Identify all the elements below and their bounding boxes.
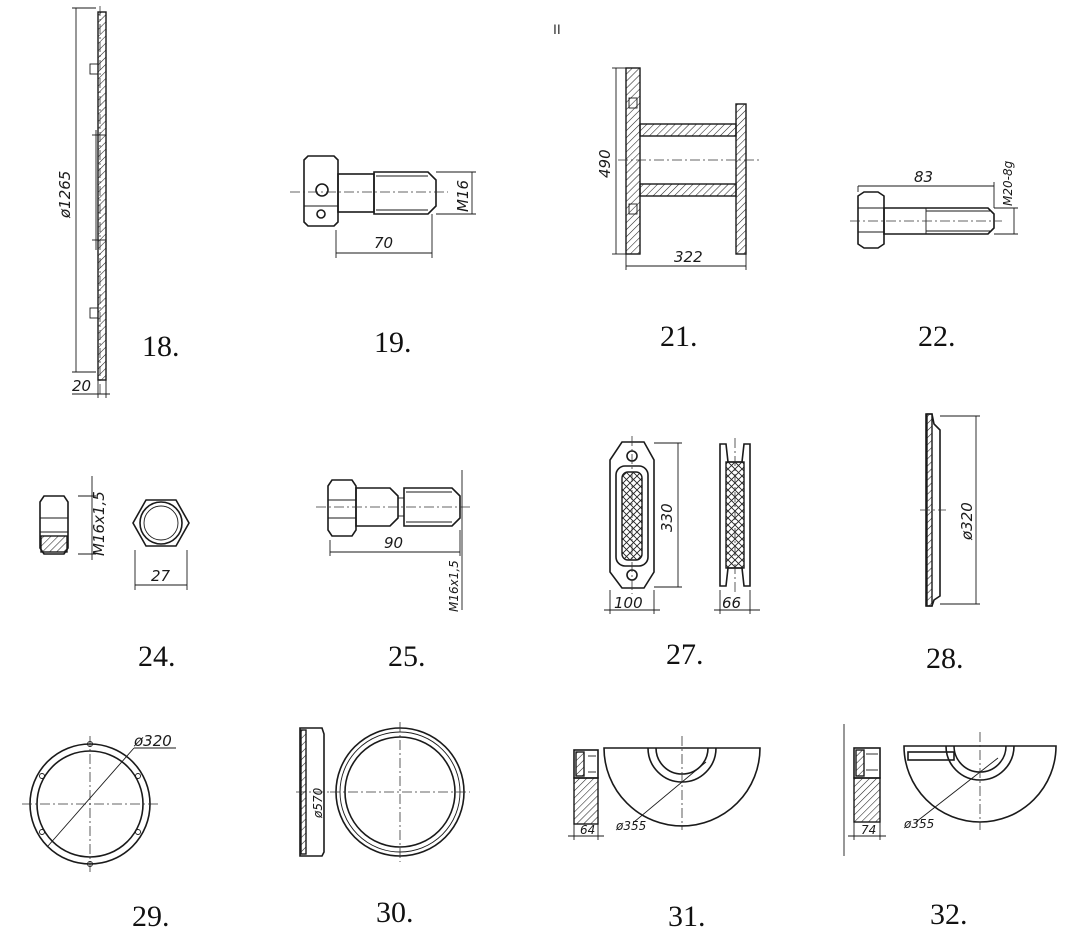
- part-21-label: 21.: [660, 320, 698, 353]
- part-22-shank: [883, 207, 995, 235]
- part-25-shank: [355, 487, 399, 527]
- part-30-dim-diameter: ø570: [311, 787, 325, 819]
- part-32-label: 32.: [930, 898, 968, 931]
- part-25-dim-length: 90: [384, 534, 403, 552]
- part-22-label: 22.: [918, 320, 956, 353]
- part-28: ø320 28.: [920, 413, 980, 675]
- part-31-label: 31.: [668, 900, 706, 933]
- part-22-dim-length: 83: [914, 168, 933, 186]
- part-21-sleeve-bottom: [639, 183, 737, 197]
- part-18-plate: [97, 11, 107, 381]
- part-21-dim-length: 322: [674, 248, 703, 266]
- part-30-side: [299, 727, 325, 857]
- part-21: 490 322 21.: [596, 67, 760, 353]
- part-24-nut-top: [132, 499, 190, 547]
- part-19-dim-length: 70: [374, 234, 393, 252]
- part-31-dim-width: 64: [580, 823, 595, 837]
- part-18-dim-diameter: ø1265: [56, 171, 74, 219]
- part-28-label: 28.: [926, 642, 964, 675]
- part-30: ø570 30.: [296, 722, 470, 929]
- part-19-dim-thread: M16: [454, 180, 472, 212]
- part-25-thread: [403, 487, 461, 527]
- part-21-dim-height: 490: [596, 149, 614, 178]
- part-19-label: 19.: [374, 326, 412, 359]
- part-32: 74 ø355 32.: [843, 724, 1057, 931]
- part-32-half-disc: [903, 745, 1057, 823]
- part-21-sleeve-top: [639, 123, 737, 137]
- part-18-label: 18.: [142, 330, 180, 363]
- part-29-label: 29.: [132, 900, 170, 933]
- part-30-label: 30.: [376, 896, 414, 929]
- part-25-head: [327, 479, 357, 537]
- part-19: M16 70 19.: [290, 155, 476, 359]
- part-19-head: [303, 155, 339, 227]
- part-31: 64 ø355 31.: [568, 736, 761, 933]
- part-25-label: 25.: [388, 640, 426, 673]
- part-27-dim-thickness: 66: [722, 594, 741, 612]
- part-18: ø1265 20 18.: [56, 6, 180, 398]
- part-31-half-disc: [603, 747, 761, 827]
- part-27-dim-width: 100: [614, 594, 643, 612]
- part-22-head: [857, 191, 885, 249]
- part-31-dim-diameter: ø355: [615, 819, 646, 833]
- sheet-mark: II: [553, 21, 561, 37]
- part-25-dim-thread: M16x1,5: [447, 560, 461, 612]
- part-24: M16x1,5 27 24.: [39, 476, 190, 673]
- part-18-dim-thickness: 20: [72, 377, 91, 395]
- part-27-dim-height: 330: [658, 503, 676, 532]
- part-21-flange-left: [625, 67, 641, 255]
- part-27-front: [609, 441, 655, 589]
- part-24-label: 24.: [138, 640, 176, 673]
- part-28-dim-diameter: ø320: [958, 502, 976, 541]
- part-21-flange-right: [735, 103, 747, 255]
- part-29: ø320 29.: [22, 732, 176, 933]
- part-24-dim-across-flats: 27: [151, 567, 171, 585]
- part-24-dim-thread: M16x1,5: [90, 491, 108, 556]
- part-32-dim-diameter: ø355: [903, 817, 934, 831]
- part-22: 83 M20-8g 22.: [850, 160, 1018, 353]
- part-19-thread: [373, 171, 437, 215]
- part-27: 330 100 66 27.: [604, 436, 760, 671]
- part-25: 90 M16x1,5 25.: [316, 470, 470, 673]
- part-32-dim-width: 74: [861, 823, 876, 837]
- part-29-dim-diameter: ø320: [133, 732, 172, 750]
- part-27-label: 27.: [666, 638, 704, 671]
- part-22-dim-thread: M20-8g: [1001, 160, 1015, 206]
